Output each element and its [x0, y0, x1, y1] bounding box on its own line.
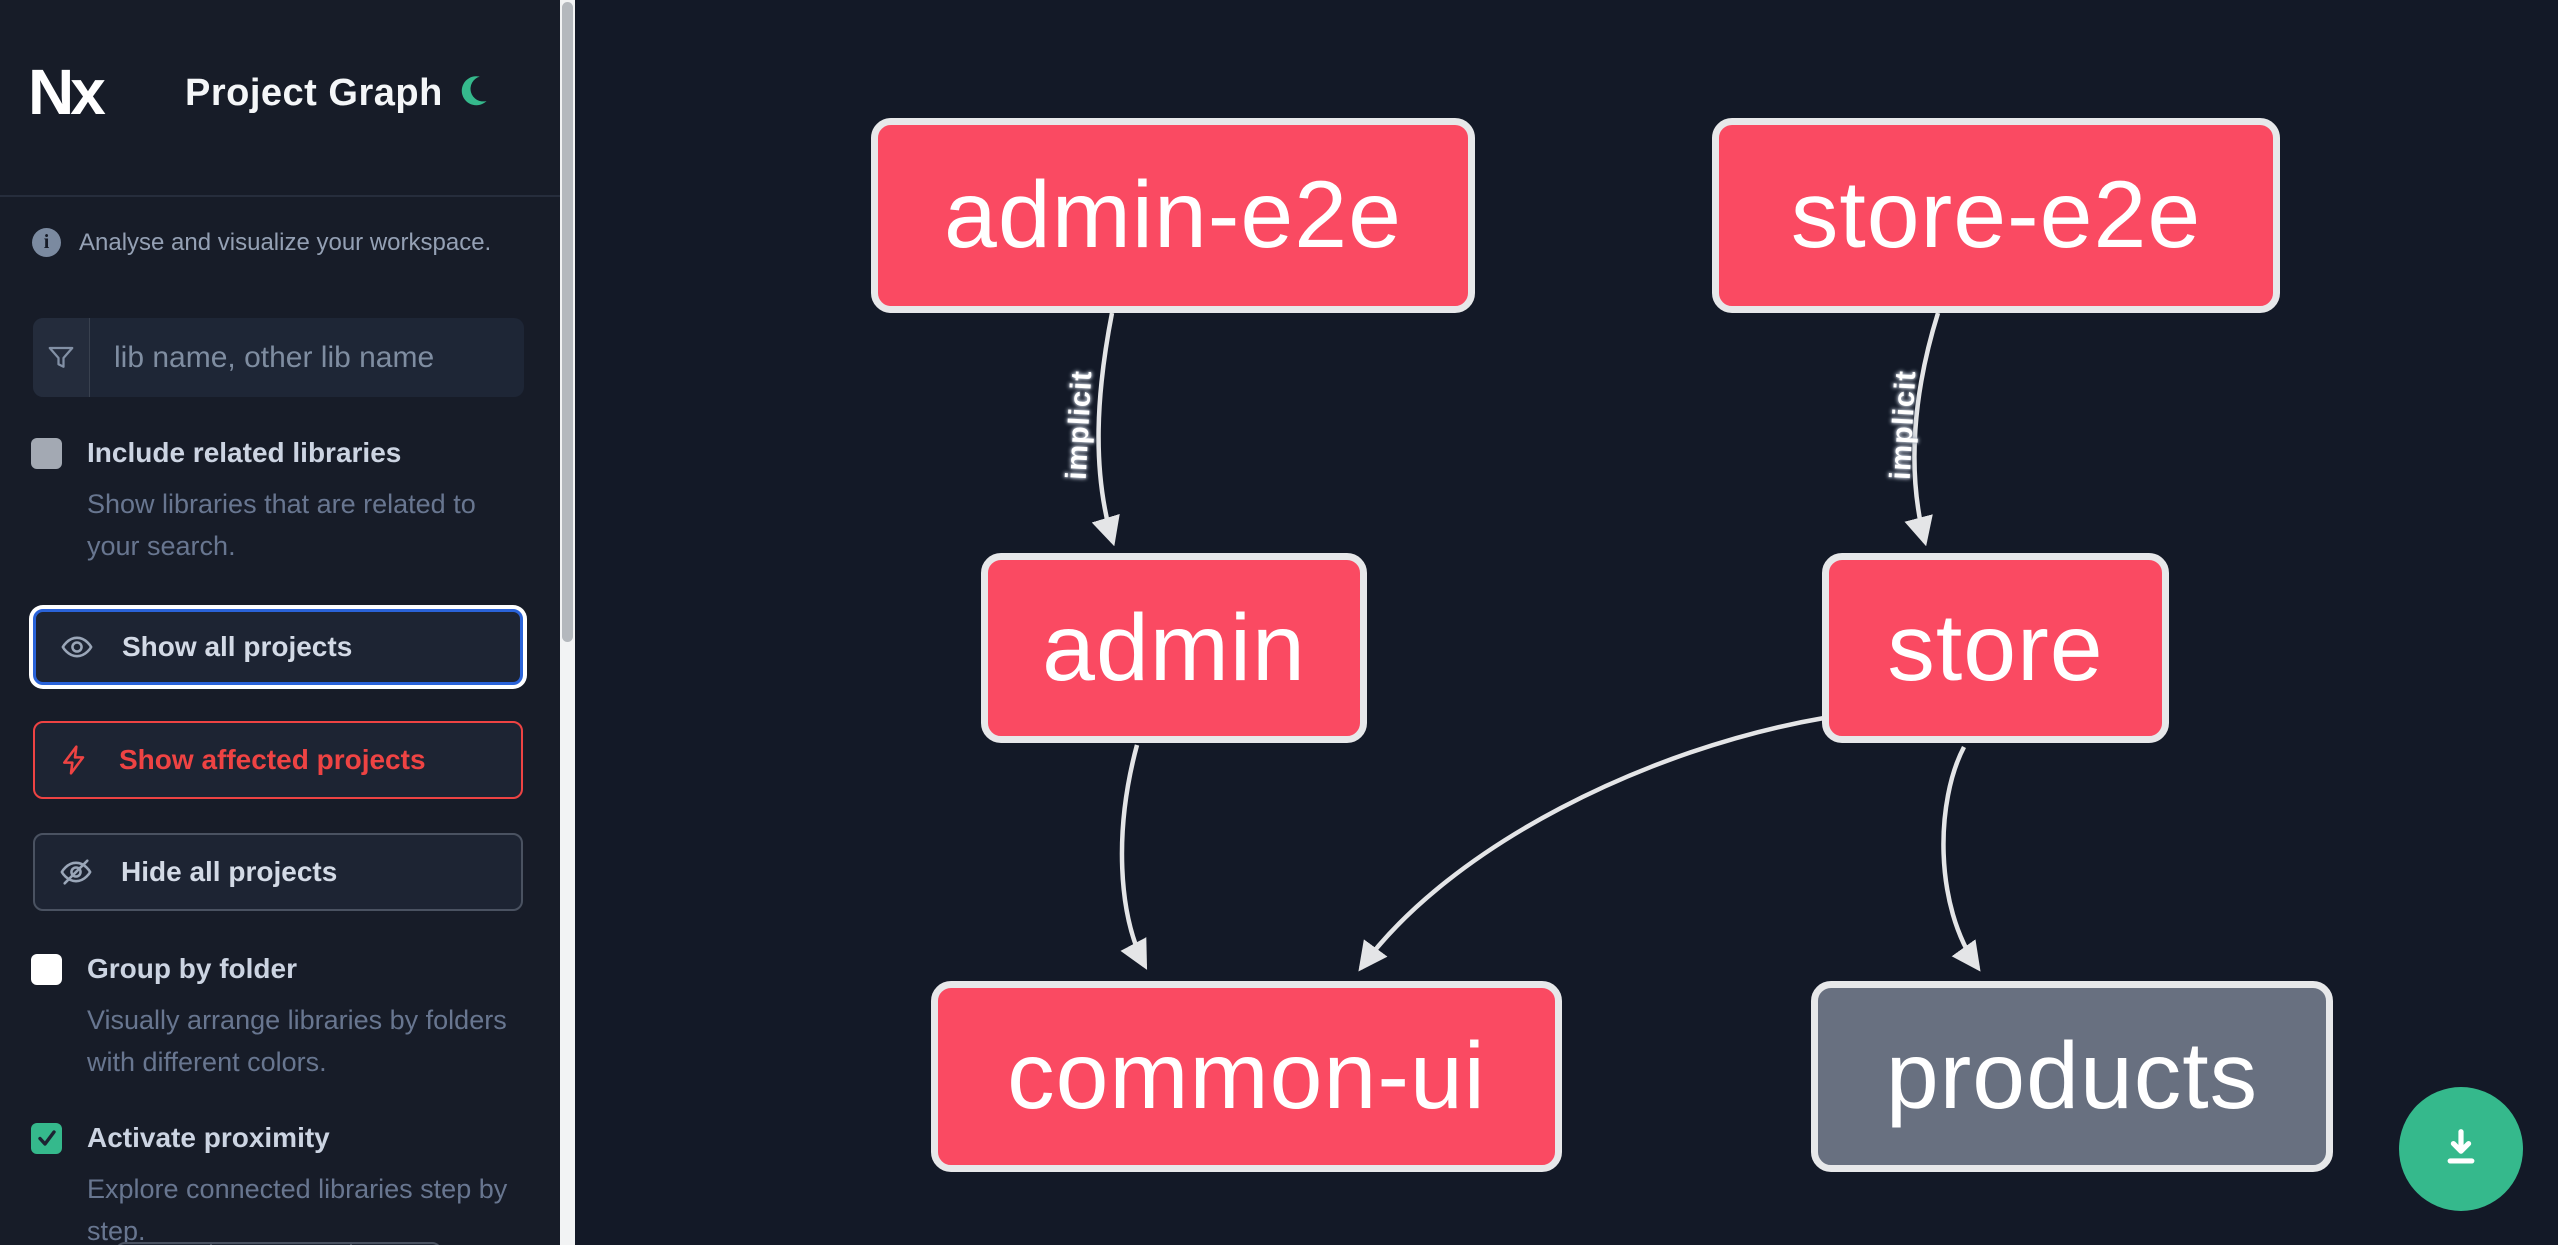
edge-store-e2e-store — [1904, 312, 1941, 547]
edge-store-products — [1941, 745, 1981, 972]
node-common-ui[interactable]: common-ui — [931, 981, 1562, 1172]
hide-all-projects-label: Hide all projects — [121, 856, 338, 887]
node-store[interactable]: store — [1822, 553, 2169, 743]
group-by-folder-description: Visually arrange libraries by folders wi… — [87, 1005, 507, 1077]
group-by-folder-label: Group by folder — [87, 953, 297, 984]
header-divider — [0, 195, 560, 197]
show-affected-projects-button[interactable]: Show affected projects — [33, 721, 523, 799]
include-related-label: Include related libraries — [87, 437, 402, 468]
activate-proximity-label: Activate proximity — [87, 1122, 330, 1153]
dependency-edges — [1091, 312, 1981, 972]
node-products[interactable]: products — [1811, 981, 2333, 1172]
node-admin-e2e[interactable]: admin-e2e — [871, 118, 1475, 313]
project-filter — [33, 318, 524, 397]
option-activate-proximity: Activate proximity Explore connected lib… — [31, 1122, 531, 1245]
edge-label-implicit: implicit — [1060, 369, 1099, 481]
node-admin[interactable]: admin — [981, 553, 1367, 743]
graph-canvas[interactable]: implicit implicit admin-e2e store-e2e ad… — [575, 0, 2558, 1245]
edge-admin-common-ui — [1119, 744, 1148, 970]
checkmark-icon — [37, 1130, 56, 1146]
scrollbar-thumb[interactable] — [562, 2, 573, 642]
node-store-e2e[interactable]: store-e2e — [1712, 118, 2280, 313]
option-group-by-folder: Group by folder Visually arrange librari… — [31, 953, 531, 1083]
include-related-description: Show libraries that are related to your … — [87, 489, 476, 561]
show-all-projects-label: Show all projects — [122, 631, 353, 662]
show-affected-projects-label: Show affected projects — [119, 744, 426, 775]
filter-funnel-icon — [33, 318, 90, 397]
edge-admin-e2e-admin — [1091, 312, 1120, 547]
activate-proximity-description: Explore connected libraries step by step… — [87, 1174, 508, 1245]
eye-slash-icon — [60, 859, 92, 885]
activate-proximity-checkbox[interactable] — [31, 1122, 62, 1154]
download-graph-button[interactable] — [2399, 1087, 2523, 1211]
download-icon — [2447, 1129, 2475, 1164]
workspace-info: i Analyse and visualize your workspace. — [32, 228, 532, 257]
dark-mode-toggle[interactable] — [460, 72, 500, 112]
info-icon: i — [32, 228, 61, 257]
show-all-projects-button[interactable]: Show all projects — [33, 609, 523, 685]
eye-icon — [61, 636, 93, 658]
moon-icon — [461, 76, 487, 106]
edge-store-common-ui — [1358, 715, 1825, 972]
nx-logo: Nx — [28, 56, 106, 128]
page-title: Project Graph — [185, 72, 443, 114]
group-by-folder-checkbox[interactable] — [31, 953, 62, 985]
lightning-bolt-icon — [63, 745, 85, 775]
edge-label-implicit: implicit — [1884, 369, 1923, 481]
workspace-info-text: Analyse and visualize your workspace. — [79, 228, 492, 256]
include-related-checkbox[interactable] — [31, 437, 62, 469]
sidebar: Nx Project Graph i Analyse and visualize… — [0, 0, 560, 1245]
option-include-related: Include related libraries Show libraries… — [31, 437, 531, 567]
filter-input[interactable] — [90, 318, 524, 397]
sidebar-scrollbar[interactable] — [560, 0, 575, 1245]
hide-all-projects-button[interactable]: Hide all projects — [33, 833, 523, 911]
